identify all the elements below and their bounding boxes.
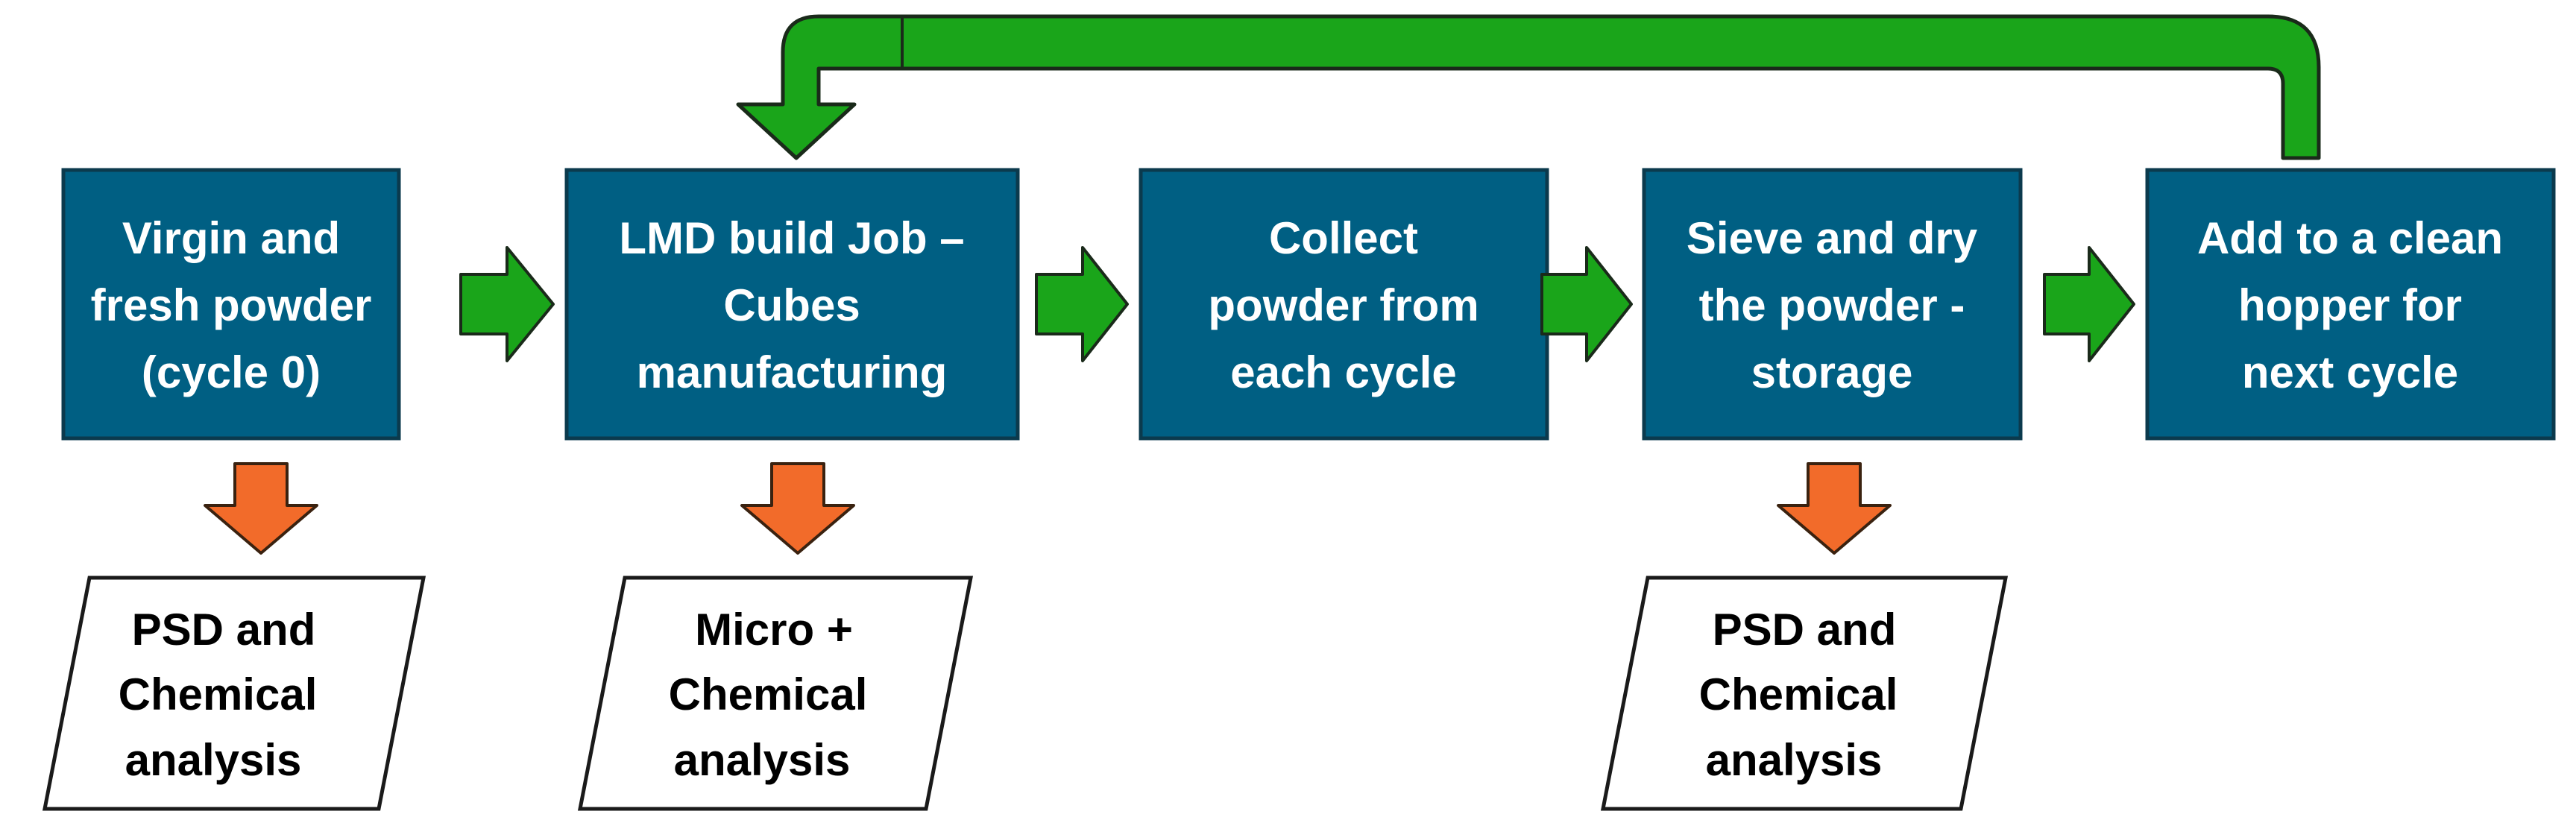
step-4-line-3: storage (1751, 347, 1913, 397)
loop-back-arrow (736, 14, 2321, 160)
step-2-line-2: Cubes (723, 280, 860, 330)
output-3-line-3: analysis (1706, 735, 1883, 785)
flow-arrow-2-to-3 (1035, 246, 1129, 362)
step-5-line-2: hopper for (2238, 280, 2462, 330)
output-2-line-3: analysis (674, 735, 851, 785)
step-4-line-2: the powder - (1699, 280, 1965, 330)
output-psd-chemical-1: PSD and Chemical analysis (42, 576, 426, 811)
output-1-line-3: analysis (125, 735, 302, 785)
flow-arrow-4-to-5 (2043, 246, 2135, 362)
output-arrow-step-2 (740, 462, 855, 555)
step-4-line-1: Sieve and dry (1687, 213, 1978, 263)
step-1-line-3: (cycle 0) (142, 347, 321, 397)
step-5-line-1: Add to a clean (2197, 213, 2503, 263)
output-arrow-step-1 (204, 462, 318, 555)
output-micro-chemical: Micro + Chemical analysis (577, 576, 974, 811)
step-2-line-3: manufacturing (637, 347, 948, 397)
output-1-line-1: PSD and (132, 605, 316, 655)
output-3-line-2: Chemical (1699, 669, 1898, 719)
output-psd-chemical-2: PSD and Chemical analysis (1600, 576, 2009, 811)
flow-arrow-1-to-2 (459, 246, 555, 362)
step-collect-powder: Collect powder from each cycle (1139, 168, 1549, 441)
step-3-line-3: each cycle (1230, 347, 1457, 397)
output-arrow-step-4 (1777, 462, 1892, 555)
step-virgin-powder: Virgin and fresh powder (cycle 0) (61, 168, 401, 441)
step-3-line-2: powder from (1208, 280, 1478, 330)
step-2-line-1: LMD build Job – (619, 213, 964, 263)
output-2-line-2: Chemical (669, 669, 868, 719)
step-1-line-1: Virgin and (122, 213, 340, 263)
output-2-line-1: Micro + (695, 605, 853, 655)
step-sieve-and-dry: Sieve and dry the powder - storage (1642, 168, 2023, 441)
output-3-line-1: PSD and (1713, 605, 1897, 655)
step-5-line-3: next cycle (2242, 347, 2458, 397)
output-1-line-2: Chemical (119, 669, 318, 719)
step-3-line-1: Collect (1269, 213, 1418, 263)
flow-arrow-3-to-4 (1540, 246, 1633, 362)
step-add-to-hopper: Add to a clean hopper for next cycle (2145, 168, 2556, 441)
step-lmd-build-job: LMD build Job – Cubes manufacturing (564, 168, 1020, 441)
step-1-line-2: fresh powder (91, 280, 372, 330)
